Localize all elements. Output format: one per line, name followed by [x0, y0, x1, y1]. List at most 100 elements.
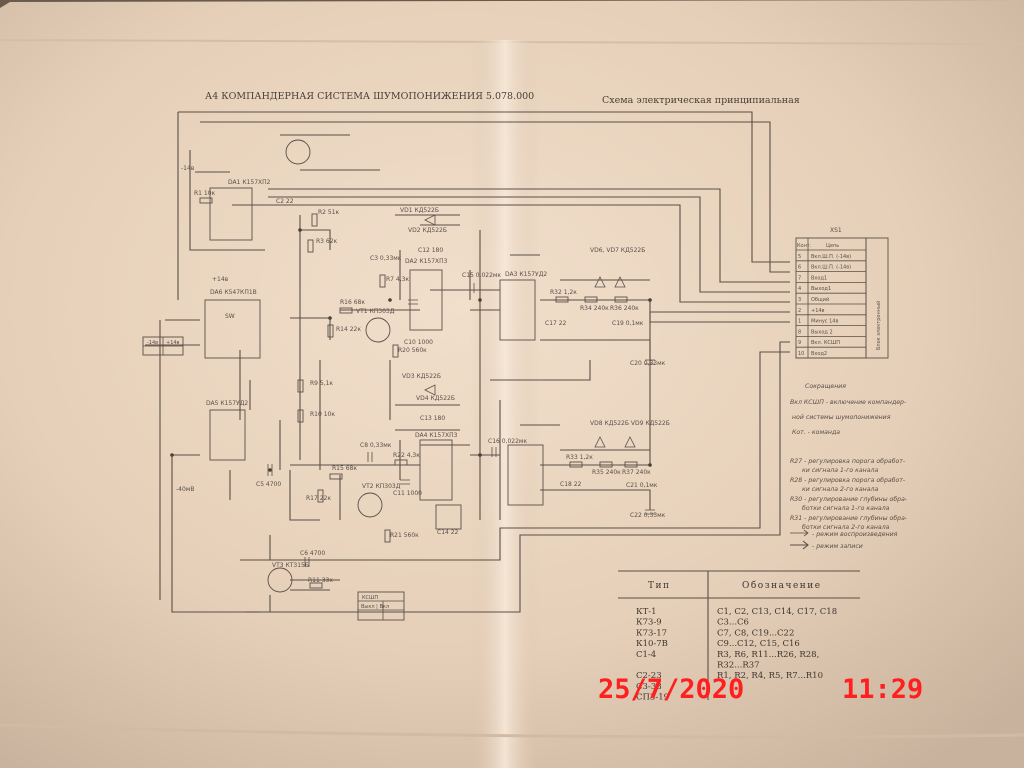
- svg-text:С2 22: С2 22: [276, 198, 294, 205]
- parts-designation: С1, С2, С13, С14, С17, С18: [717, 607, 837, 617]
- svg-text:R17 22к: R17 22к: [306, 495, 331, 502]
- sheet-subtitle: Схема электрическая принципиальная: [602, 95, 800, 106]
- svg-text:VD4 КД522Б: VD4 КД522Б: [416, 395, 455, 402]
- svg-text:Цепь: Цепь: [826, 243, 839, 249]
- ksp-switch-table: КСШП Выкл | Вкл: [357, 591, 405, 621]
- xs1-side-label: Блок электронный: [875, 301, 882, 350]
- timestamp-date: 25/7/2020: [598, 674, 744, 705]
- xs1-pin: 2: [798, 308, 801, 314]
- label-da4: DA4 К157ХП3: [415, 432, 458, 439]
- xs1-ref: XS1: [830, 227, 842, 234]
- label-da2: DA2 К157ХП3: [405, 258, 448, 265]
- svg-text:С11 1000: С11 1000: [393, 490, 422, 497]
- svg-text:С12 180: С12 180: [418, 247, 443, 254]
- svg-text:С8 0,33мк: С8 0,33мк: [360, 442, 392, 449]
- svg-text:С5 4700: С5 4700: [256, 481, 281, 488]
- label-da6: DA6 К547КП1В: [210, 289, 257, 296]
- components: DA1 К157ХП2 DA6 К547КП1В SW DA5 К157УД2 …: [170, 139, 670, 593]
- label-vt3: VT3 КТ315Б: [272, 562, 309, 569]
- svg-text:R3 62к: R3 62к: [316, 238, 338, 245]
- parts-type: КТ-1: [636, 607, 657, 617]
- svg-text:R32 1,2к: R32 1,2к: [550, 289, 577, 296]
- svg-text:+14в: +14в: [212, 276, 229, 283]
- svg-text:R21 560к: R21 560к: [390, 532, 419, 539]
- svg-text:С13 180: С13 180: [420, 415, 445, 422]
- svg-text:С22 0,33мк: С22 0,33мк: [630, 512, 666, 519]
- svg-text:R30 - регулирование глубины об: R30 - регулирование глубины обра-: [790, 495, 907, 503]
- xs1-circuit: Вкл.Ш.П. (-14в): [811, 265, 851, 271]
- ic-da3: [499, 279, 536, 341]
- svg-text:Кот. - команда: Кот. - команда: [792, 429, 840, 436]
- parts-designation: R32...R37: [717, 661, 760, 671]
- parts-designation: С9...С12, С15, С16: [717, 639, 800, 649]
- svg-text:- режим записи: - режим записи: [812, 543, 863, 550]
- xs1-pin: 1: [798, 319, 801, 325]
- svg-text:R11 33к: R11 33к: [308, 577, 333, 584]
- transistor-vt2: [357, 492, 383, 518]
- svg-text:VD3 КД522Б: VD3 КД522Б: [402, 373, 441, 380]
- label-vt1: VT1 КП303Д: [356, 308, 395, 315]
- svg-text:R20 560к: R20 560к: [398, 347, 427, 354]
- svg-text:R1 10к: R1 10к: [194, 190, 216, 197]
- svg-text:R14 22к: R14 22к: [336, 326, 361, 333]
- camera-timestamp: 25/7/2020 11:29: [598, 674, 923, 705]
- svg-text:R27 - регулировка порога обраб: R27 - регулировка порога обработ-: [790, 457, 905, 465]
- svg-text:R22 4,3к: R22 4,3к: [393, 452, 420, 459]
- svg-text:ной системы шумопонижения: ной системы шумопонижения: [792, 414, 891, 421]
- xs1-circuit: Выход1: [811, 286, 831, 292]
- svg-text:R28 - регулировка порога обраб: R28 - регулировка порога обработ-: [790, 476, 905, 484]
- svg-text:С21 0,1мк: С21 0,1мк: [626, 482, 658, 489]
- svg-text:R2 51к: R2 51к: [318, 209, 340, 216]
- xs1-circuit: Вкл. КСШП: [811, 340, 840, 346]
- ic-da1: [209, 187, 253, 241]
- ksp-label: КСШП: [362, 595, 378, 601]
- svg-text:С15 0,022мк: С15 0,022мк: [462, 272, 501, 279]
- svg-text:R31 - регулирование глубины об: R31 - регулирование глубины обра-: [790, 514, 907, 522]
- xs1-pin: 6: [798, 265, 801, 271]
- svg-text:R7 4,3к: R7 4,3к: [386, 276, 409, 283]
- svg-text:R35 240к: R35 240к: [592, 469, 621, 476]
- xs1-circuit: Выход 2: [811, 329, 833, 335]
- svg-text:С18 22: С18 22: [560, 481, 582, 488]
- ic-da6: [204, 299, 261, 359]
- svg-text:+14в: +14в: [166, 340, 180, 346]
- svg-text:VD2 КД522Б: VD2 КД522Б: [408, 227, 447, 234]
- xs1-pin: 4: [798, 286, 801, 292]
- svg-text:SW: SW: [225, 313, 235, 320]
- svg-text:R16 68к: R16 68к: [340, 299, 365, 306]
- timestamp-time: 11:29: [842, 674, 923, 705]
- parts-type: СП3-19: [636, 693, 669, 703]
- parts-header-type: Тип: [648, 581, 671, 591]
- xs1-pin: 3: [798, 297, 801, 303]
- svg-text:-14в: -14в: [147, 340, 158, 346]
- schematic-wiring: [145, 111, 790, 613]
- label-da3: DA3 К157УД2: [505, 271, 547, 278]
- xs1-pin: 8: [798, 329, 801, 335]
- svg-text:VD6, VD7 КД522Б: VD6, VD7 КД522Б: [590, 247, 645, 254]
- parts-type: С2-23: [636, 671, 662, 681]
- adjustment-notes: R27 - регулировка порога обработ- ки сиг…: [790, 457, 907, 550]
- svg-text:ки сигнала 1-го канала: ки сигнала 1-го канала: [802, 467, 878, 474]
- svg-text:С16 0,022мк: С16 0,022мк: [488, 438, 527, 445]
- xs1-pin: 10: [798, 351, 804, 357]
- xs1-pin: 7: [798, 275, 801, 281]
- svg-text:С17 22: С17 22: [545, 320, 567, 327]
- svg-text:С20 0,33мк: С20 0,33мк: [630, 360, 666, 367]
- svg-text:ботки сигнала 2-го канала: ботки сигнала 2-го канала: [802, 523, 890, 531]
- xs1-circuit: Вкл.Ш.П. (-14в): [811, 254, 851, 260]
- svg-text:R34 240к: R34 240к: [580, 305, 609, 312]
- svg-text:R9 5,1к: R9 5,1к: [310, 380, 333, 387]
- ic-da4: [419, 439, 453, 501]
- label-da1: DA1 К157ХП2: [228, 179, 271, 186]
- parts-designation: R1, R2, R4, R5, R7...R10: [717, 671, 823, 681]
- transistor-vt1: [365, 317, 391, 343]
- abbrev-title: Сокращения: [805, 383, 846, 390]
- ic-da5: [209, 409, 246, 461]
- svg-text:ботки сигнала 1-го канала: ботки сигнала 1-го канала: [802, 504, 890, 512]
- svg-text:R37 240к: R37 240к: [622, 469, 651, 476]
